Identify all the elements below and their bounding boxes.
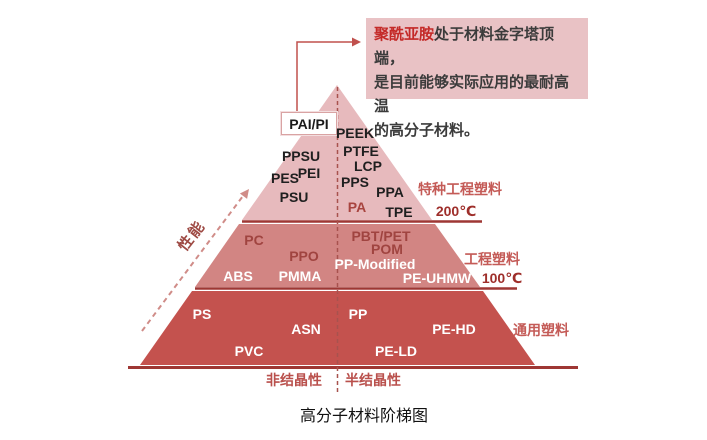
- material-pom: POM: [371, 241, 403, 257]
- material-asn: ASN: [291, 321, 321, 337]
- material-pps: PPS: [340, 174, 370, 190]
- tier-general-label: 通用塑料: [513, 322, 569, 338]
- material-ps: PS: [192, 306, 212, 322]
- material-ppa: PPA: [376, 184, 404, 200]
- material-pe-ld: PE-LD: [375, 343, 417, 359]
- material-pes: PES: [270, 170, 300, 186]
- material-tpe: TPE: [385, 204, 413, 220]
- material-ptfe: PTFE: [343, 143, 379, 159]
- material-pe-uhmw: PE-UHMW: [402, 270, 472, 286]
- material-pp: PP: [348, 306, 368, 322]
- material-pp-modified: PP-Modified: [334, 256, 416, 272]
- performance-arrow-line: [141, 195, 244, 332]
- tier-engineering-temp: 100℃: [481, 270, 523, 286]
- annotation-highlight: 聚酰亚胺: [374, 27, 435, 43]
- annotation-arrowhead-icon: [352, 37, 361, 47]
- material-abs: ABS: [223, 268, 253, 284]
- annotation-line2: 是目前能够实际应用的最耐高温: [374, 75, 570, 115]
- material-pe-hd: PE-HD: [432, 321, 476, 337]
- performance-arrowhead-icon: [239, 189, 249, 199]
- material-peek: PEEK: [335, 125, 375, 141]
- annotation-callout: 聚酰亚胺处于材料金字塔顶端， 是目前能够实际应用的最耐高温 的高分子材料。: [366, 18, 588, 139]
- material-psu: PSU: [279, 189, 309, 205]
- tier-special-temp: 200℃: [435, 203, 477, 219]
- material-ppsu: PPSU: [281, 148, 321, 164]
- material-pei: PEI: [297, 165, 321, 181]
- apex-material-label: PAI/PI: [289, 115, 329, 132]
- annotation-line1: 处于材料金字塔顶端，: [374, 27, 555, 67]
- material-pbt-pet: PBT/PET: [351, 228, 411, 244]
- crystallinity-right-label: 半结晶性: [345, 372, 401, 388]
- material-lcp: LCP: [354, 158, 382, 174]
- annotation-connector-line: [296, 41, 352, 113]
- material-pc: PC: [244, 232, 264, 248]
- material-pmma: PMMA: [278, 268, 322, 284]
- apex-material-box: PAI/PI: [281, 112, 337, 135]
- annotation-line3: 的高分子材料。: [374, 123, 480, 139]
- crystallinity-left-label: 非结晶性: [266, 372, 322, 388]
- tier-special-label: 特种工程塑料: [418, 181, 502, 197]
- tier-engineering-label: 工程塑料: [464, 251, 520, 267]
- material-pa: PA: [347, 199, 367, 215]
- diagram-caption: 高分子材料阶梯图: [299, 408, 429, 425]
- material-pvc: PVC: [234, 343, 264, 359]
- material-ppo: PPO: [289, 248, 319, 264]
